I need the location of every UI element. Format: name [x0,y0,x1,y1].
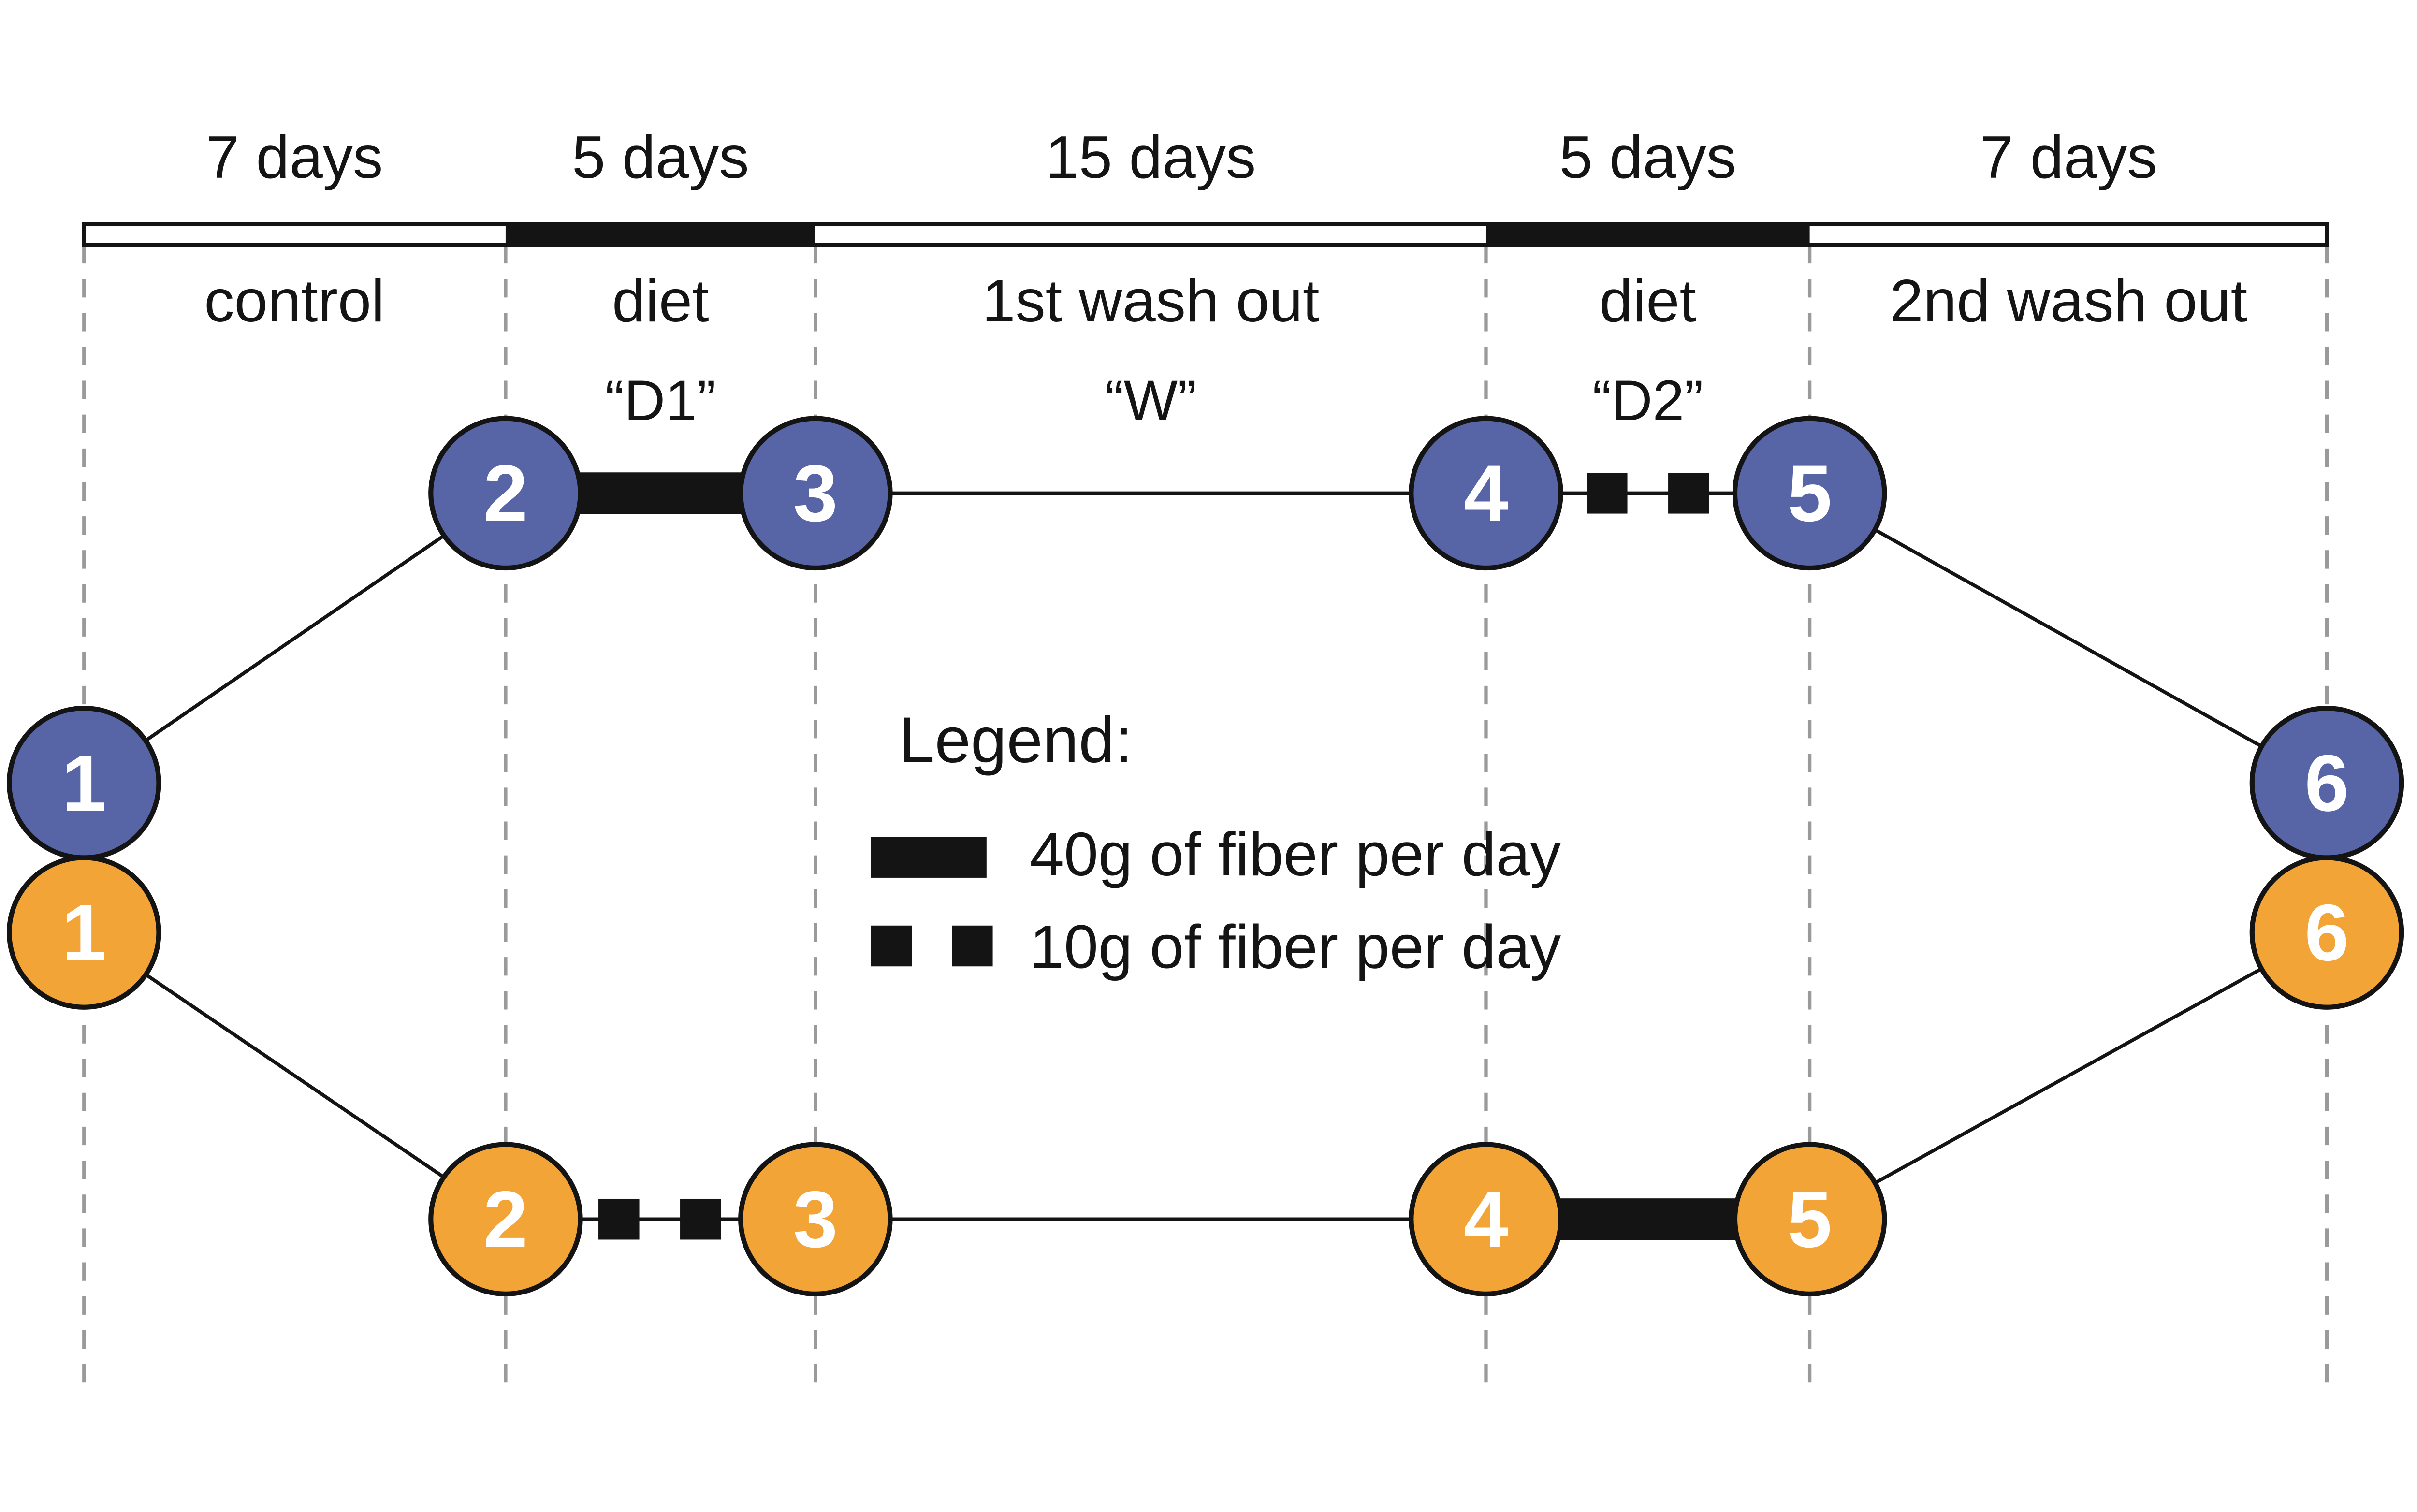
diet-period-fill-2 [1485,222,1810,247]
visit-number-top-6: 6 [2304,739,2349,828]
diet-period-fill-1 [505,222,815,247]
phase-duration-4: 7 days [1980,124,2157,191]
timeline-bar [82,222,2329,247]
visit-node-bottom-5 [1732,1142,1887,1296]
visit-node-bottom-3 [738,1142,893,1296]
phase-codes: “D1” “W” “D2” [605,369,1704,433]
visit-node-bottom-2 [428,1142,583,1296]
visit-number-top-2: 2 [483,449,528,538]
visit-node-bottom-4 [1409,1142,1563,1296]
arm-top: 1 2 3 4 5 6 [7,416,2404,860]
visit-number-bottom-4: 4 [1464,1175,1508,1265]
phase-duration-2: 15 days [1046,124,1256,191]
fiber-10g-bottom-square-2 [680,1198,721,1240]
timeline [82,222,2329,247]
visit-number-top-1: 1 [62,739,106,828]
phase-duration-1: 5 days [572,124,749,191]
visit-node-top-5 [1732,416,1887,571]
legend-label-40g: 40g of fiber per day [1030,820,1561,889]
fiber-10g-bottom-square-1 [598,1198,640,1240]
legend-label-10g: 10g of fiber per day [1030,913,1561,981]
phase-label-2: 1st wash out [982,267,1319,334]
legend-swatch-40g [871,837,987,878]
visit-node-top-2 [428,416,583,571]
phase-label-3: diet [1600,267,1697,334]
phase-code-d2: “D2” [1592,369,1703,433]
phase-label-4: 2nd wash out [1890,267,2247,334]
phase-label-1: diet [612,267,709,334]
visit-number-bottom-2: 2 [483,1175,528,1265]
arm-bottom: 1 2 3 4 5 6 [7,855,2404,1296]
phase-label-0: control [204,267,384,334]
fiber-10g-connector-bottom [598,1198,721,1240]
visit-number-bottom-1: 1 [62,888,106,978]
fiber-10g-top-square-2 [1668,473,1709,514]
connector-bottom-5-6 [1808,930,2328,1221]
visit-number-bottom-5: 5 [1788,1175,1832,1265]
phase-code-d1: “D1” [605,369,716,433]
phase-labels: control diet 1st wash out diet 2nd wash … [204,267,2247,334]
visit-node-top-3 [738,416,893,571]
legend: Legend: 40g of fiber per day 10g of fibe… [871,704,1561,981]
visit-node-bottom-6 [2249,855,2404,1010]
fiber-10g-connector-top [1587,473,1709,514]
connector-top-5-6 [1808,492,2328,785]
visit-node-top-4 [1409,416,1563,571]
phase-duration-3: 5 days [1559,124,1736,191]
legend-swatch-10g-square-2 [952,925,993,967]
connector-bottom-1-2 [83,931,507,1221]
duration-labels: 7 days 5 days 15 days 5 days 7 days [206,124,2157,191]
phase-duration-0: 7 days [206,124,383,191]
visit-number-top-5: 5 [1788,449,1832,538]
visit-number-bottom-3: 3 [793,1175,838,1265]
connector-top-1-2 [83,492,507,785]
legend-swatch-10g-square-1 [871,925,912,967]
legend-title: Legend: [899,704,1133,776]
visit-number-bottom-6: 6 [2304,888,2349,978]
visit-number-top-4: 4 [1464,449,1508,538]
phase-code-w: “W” [1105,369,1196,433]
visit-node-bottom-1 [7,855,161,1010]
visit-number-top-3: 3 [793,449,838,538]
fiber-10g-top-square-1 [1587,473,1628,514]
